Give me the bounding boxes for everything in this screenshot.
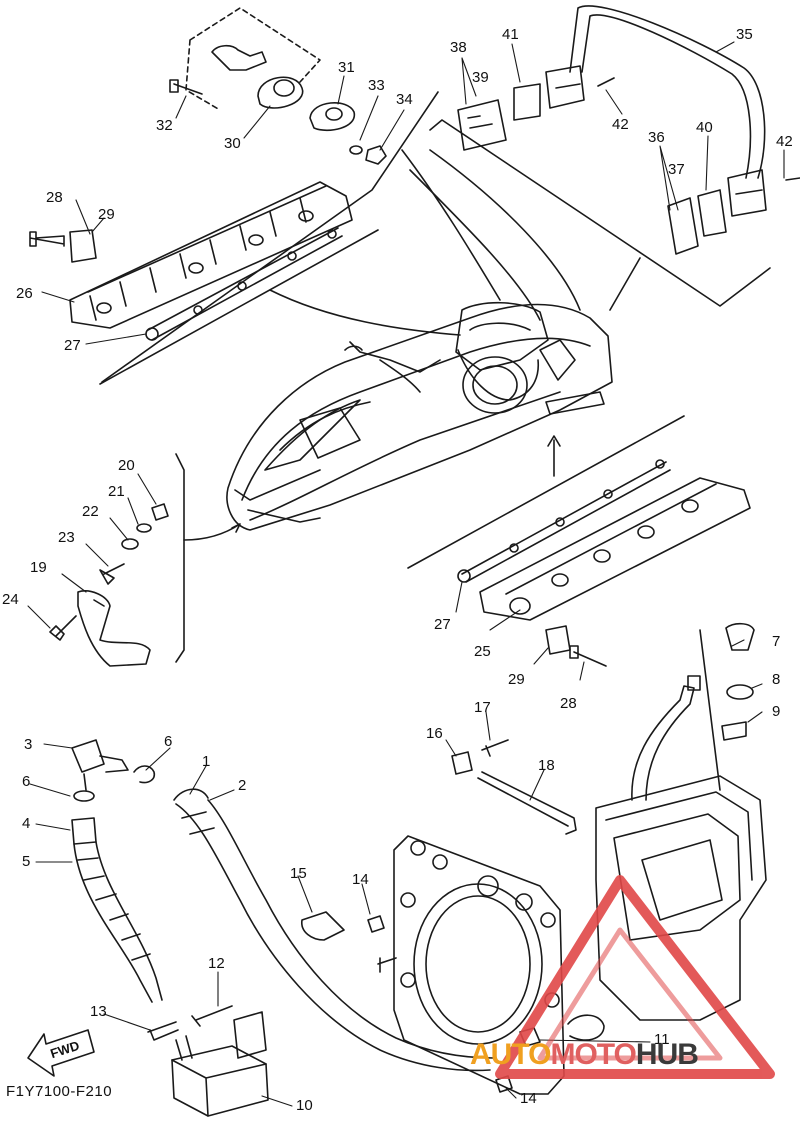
jet-pump	[567, 622, 767, 1041]
callout-37: 37	[668, 161, 685, 178]
callout-27b: 27	[434, 616, 451, 633]
ties-and-clamps	[301, 739, 577, 1093]
callout-20: 20	[118, 457, 135, 474]
watermark-part-1: AUTO	[470, 1038, 551, 1071]
callout-5: 5	[22, 853, 31, 870]
upper-left-bracket-group	[29, 181, 461, 385]
callout-39: 39	[472, 69, 489, 86]
callout-15: 15	[290, 865, 307, 882]
callout-17: 17	[474, 699, 491, 716]
callout-12: 12	[208, 955, 225, 972]
top-inset-group	[101, 7, 501, 383]
watermark-text: AUTOMOTOHUB	[470, 1038, 699, 1072]
callout-31: 31	[338, 59, 355, 76]
callout-28b: 28	[560, 695, 577, 712]
callout-38: 38	[450, 39, 467, 56]
callout-2: 2	[238, 777, 247, 794]
callout-1: 1	[202, 753, 211, 770]
callout-28a: 28	[46, 189, 63, 206]
callout-8: 8	[772, 671, 781, 688]
diagram-code: F1Y7100-F210	[6, 1083, 113, 1100]
callout-16: 16	[426, 725, 443, 742]
watermark-logo	[495, 875, 775, 1079]
callout-13: 13	[90, 1003, 107, 1020]
callout-6b: 6	[22, 773, 31, 790]
callout-40: 40	[696, 119, 713, 136]
callout-22: 22	[82, 503, 99, 520]
fwd-arrow	[27, 1029, 95, 1077]
callout-19: 19	[30, 559, 47, 576]
callout-33: 33	[368, 77, 385, 94]
callout-34: 34	[396, 91, 413, 108]
callout-42b: 42	[776, 133, 793, 150]
callout-29a: 29	[98, 206, 115, 223]
leader-lines	[27, 41, 785, 1107]
watercraft-hull	[226, 301, 613, 531]
callout-3: 3	[24, 736, 33, 753]
callout-23: 23	[58, 529, 75, 546]
callout-32: 32	[156, 117, 173, 134]
control-box	[171, 1011, 269, 1117]
callout-4: 4	[22, 815, 31, 832]
callout-27a: 27	[64, 337, 81, 354]
left-bracket-group	[49, 453, 241, 667]
callout-14b: 14	[520, 1090, 537, 1107]
callout-26: 26	[16, 285, 33, 302]
callout-14a: 14	[352, 871, 369, 888]
callout-6a: 6	[164, 733, 173, 750]
hose-group	[71, 739, 495, 1072]
callout-11: 11	[654, 1031, 670, 1048]
callout-36: 36	[648, 129, 665, 146]
callout-30: 30	[224, 135, 241, 152]
callout-25: 25	[474, 643, 491, 660]
callout-21: 21	[108, 483, 125, 500]
watermark-part-2: MOTO	[550, 1038, 636, 1071]
callout-24: 24	[2, 591, 19, 608]
callout-18: 18	[538, 757, 555, 774]
watermark-part-3: HUB	[635, 1038, 699, 1071]
callout-7: 7	[772, 633, 781, 650]
callout-9: 9	[772, 703, 781, 720]
top-right-group	[409, 5, 800, 321]
callout-35: 35	[736, 26, 753, 43]
callout-29b: 29	[508, 671, 525, 688]
callout-42a: 42	[612, 116, 629, 133]
lower-right-bracket-group	[407, 415, 751, 667]
callout-41: 41	[502, 26, 519, 43]
callout-10: 10	[296, 1097, 313, 1114]
